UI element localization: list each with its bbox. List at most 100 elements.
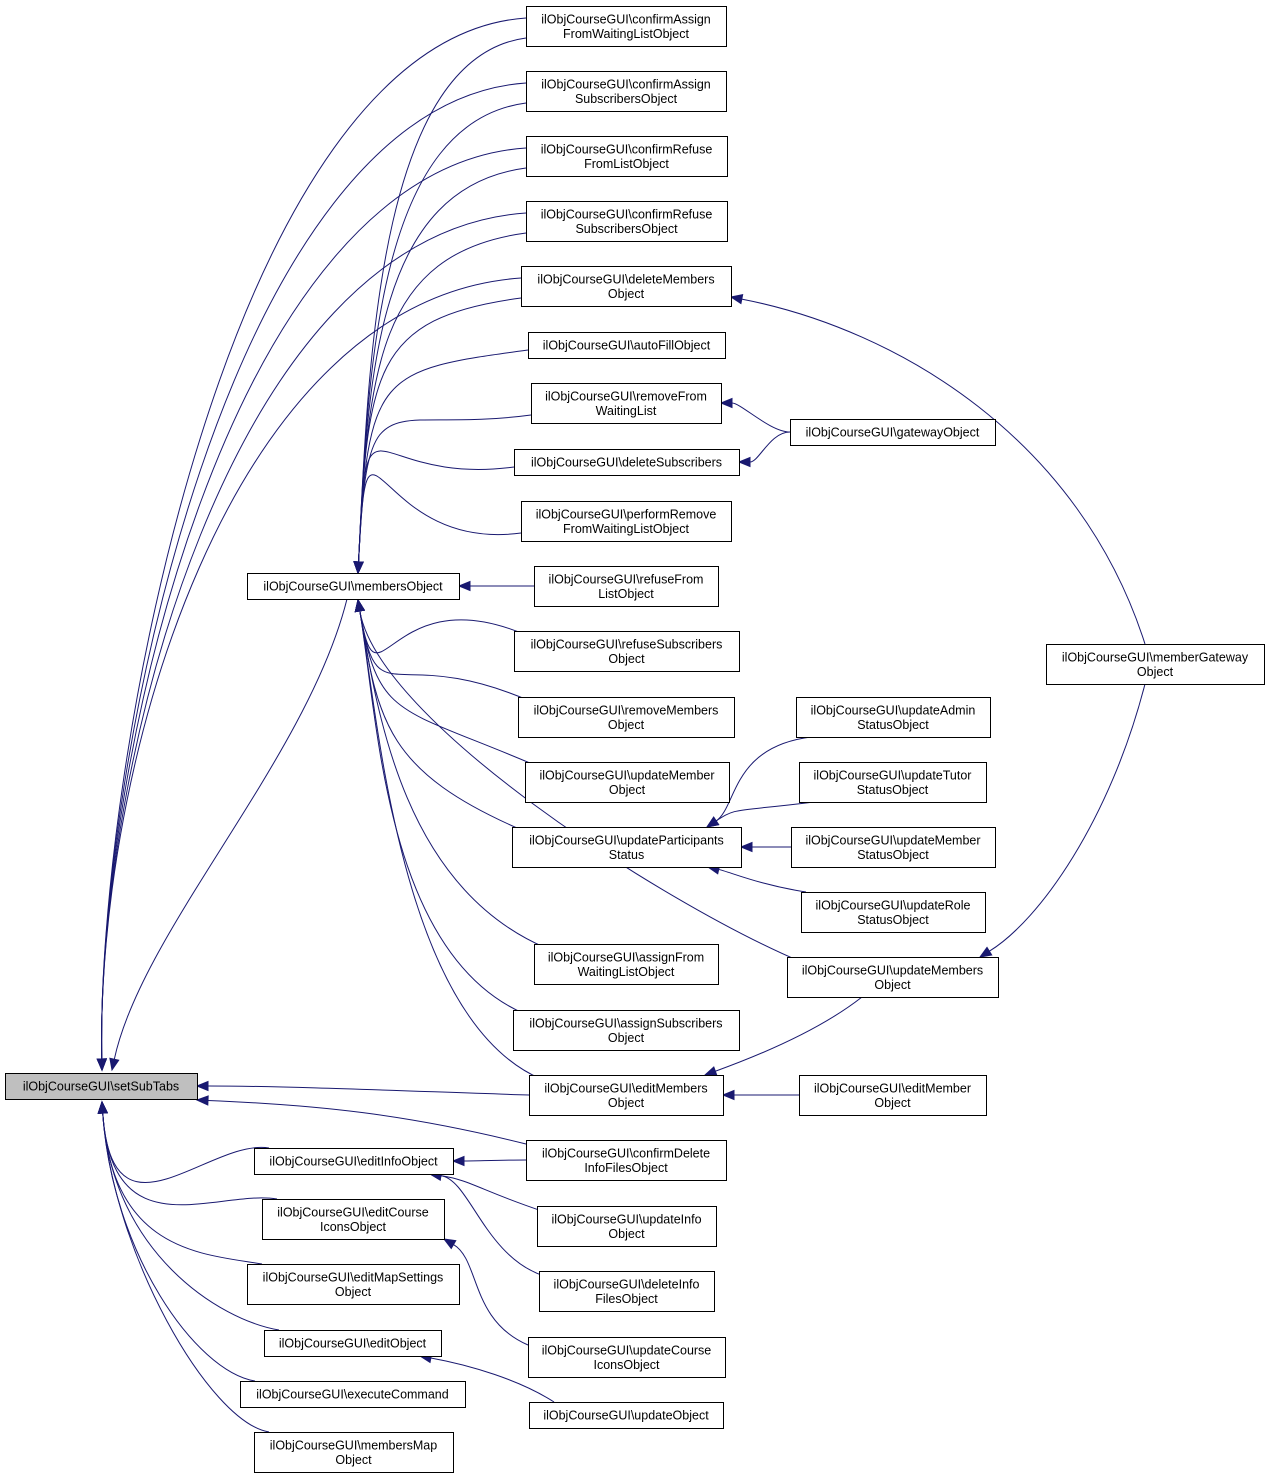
node-deleteSubscribers[interactable]: ilObjCourseGUI\deleteSubscribers — [514, 449, 740, 476]
node-box[interactable] — [801, 892, 986, 933]
edge-line — [463, 1159, 527, 1162]
node-autoFillObject[interactable]: ilObjCourseGUI\autoFillObject — [528, 332, 726, 359]
node-label: ilObjCourseGUI\executeCommand — [256, 1388, 448, 1402]
edge-line — [359, 610, 527, 654]
edge-line — [430, 1357, 555, 1403]
node-box[interactable] — [254, 1148, 454, 1175]
edge-arrowhead — [109, 1057, 120, 1072]
node-label: ilObjCourseGUI\refuseSubscribers — [531, 637, 723, 651]
node-box[interactable] — [240, 1381, 466, 1408]
node-box[interactable] — [534, 944, 719, 985]
node-box[interactable] — [525, 762, 730, 803]
edge-line — [359, 610, 531, 702]
node-box[interactable] — [529, 1402, 724, 1429]
node-box[interactable] — [264, 1330, 442, 1357]
node-label: StatusObject — [857, 913, 929, 927]
node-box[interactable] — [790, 419, 996, 446]
node-box[interactable] — [512, 827, 742, 868]
node-label: StatusObject — [857, 848, 929, 862]
node-box[interactable] — [1046, 644, 1265, 685]
node-box[interactable] — [537, 1206, 717, 1247]
edge-arrowhead — [719, 397, 733, 409]
node-performRemoveFromWaitingListObject[interactable]: ilObjCourseGUI\performRemoveFromWaitingL… — [521, 501, 732, 542]
node-box[interactable] — [531, 383, 722, 424]
node-assignFromWaitingListObject[interactable]: ilObjCourseGUI\assignFromWaitingListObje… — [534, 944, 719, 985]
node-box[interactable] — [254, 1432, 454, 1473]
node-setSubTabs[interactable]: ilObjCourseGUI\setSubTabs — [5, 1073, 198, 1100]
node-confirmAssignSubscribersObject[interactable]: ilObjCourseGUI\confirmAssignSubscribersO… — [526, 71, 727, 112]
node-box[interactable] — [514, 631, 740, 672]
node-box[interactable] — [513, 1010, 740, 1051]
node-box[interactable] — [799, 1075, 987, 1116]
node-box[interactable] — [247, 1264, 460, 1305]
node-box[interactable] — [796, 697, 991, 738]
node-box[interactable] — [799, 762, 987, 803]
node-gatewayObject[interactable]: ilObjCourseGUI\gatewayObject — [790, 419, 996, 446]
node-confirmRefuseSubscribersObject[interactable]: ilObjCourseGUI\confirmRefuseSubscribersO… — [526, 201, 728, 242]
node-label: ilObjCourseGUI\updateAdmin — [811, 703, 976, 717]
node-box[interactable] — [526, 136, 728, 177]
edge-arrowhead — [978, 946, 993, 958]
edge-removeMembersObject-to-membersObject — [354, 598, 531, 702]
node-box[interactable] — [5, 1073, 198, 1100]
node-box[interactable] — [262, 1199, 445, 1240]
node-confirmAssignFromWaitingListObject[interactable]: ilObjCourseGUI\confirmAssignFromWaitingL… — [526, 6, 727, 47]
edge-line — [440, 1175, 545, 1277]
node-editInfoObject[interactable]: ilObjCourseGUI\editInfoObject — [254, 1148, 454, 1175]
node-box[interactable] — [526, 6, 727, 47]
node-editObject[interactable]: ilObjCourseGUI\editObject — [264, 1330, 442, 1357]
node-label: Object — [874, 978, 911, 992]
node-box[interactable] — [521, 266, 732, 307]
edge-line — [359, 610, 525, 832]
node-label: Object — [608, 1096, 645, 1110]
edge-editInfoObject-to-setSubTabs — [97, 1100, 270, 1183]
edge-line — [102, 1112, 278, 1206]
node-box[interactable] — [787, 957, 999, 998]
node-membersObject[interactable]: ilObjCourseGUI\membersObject — [247, 573, 460, 600]
edge-line — [440, 1175, 543, 1212]
node-box[interactable] — [791, 827, 996, 868]
node-box[interactable] — [514, 449, 740, 476]
node-label: ilObjCourseGUI\updateParticipants — [529, 833, 724, 847]
node-box[interactable] — [518, 697, 735, 738]
node-confirmDeleteInfoFilesObject[interactable]: ilObjCourseGUI\confirmDeleteInfoFilesObj… — [526, 1140, 727, 1181]
node-confirmRefuseFromListObject[interactable]: ilObjCourseGUI\confirmRefuseFromListObje… — [526, 136, 728, 177]
node-box[interactable] — [528, 1337, 726, 1378]
node-updateObject[interactable]: ilObjCourseGUI\updateObject — [529, 1402, 724, 1429]
node-box[interactable] — [526, 71, 727, 112]
node-box[interactable] — [521, 501, 732, 542]
node-box[interactable] — [526, 1140, 727, 1181]
node-box[interactable] — [529, 1075, 724, 1116]
node-executeCommand[interactable]: ilObjCourseGUI\executeCommand — [240, 1381, 466, 1408]
node-box[interactable] — [247, 573, 460, 600]
node-box[interactable] — [528, 332, 726, 359]
node-label: ilObjCourseGUI\updateInfo — [551, 1212, 701, 1226]
node-box[interactable] — [539, 1271, 715, 1312]
node-box[interactable] — [526, 201, 728, 242]
node-box[interactable] — [534, 566, 719, 607]
node-label: FilesObject — [595, 1292, 658, 1306]
edge-arrowhead — [353, 561, 364, 575]
